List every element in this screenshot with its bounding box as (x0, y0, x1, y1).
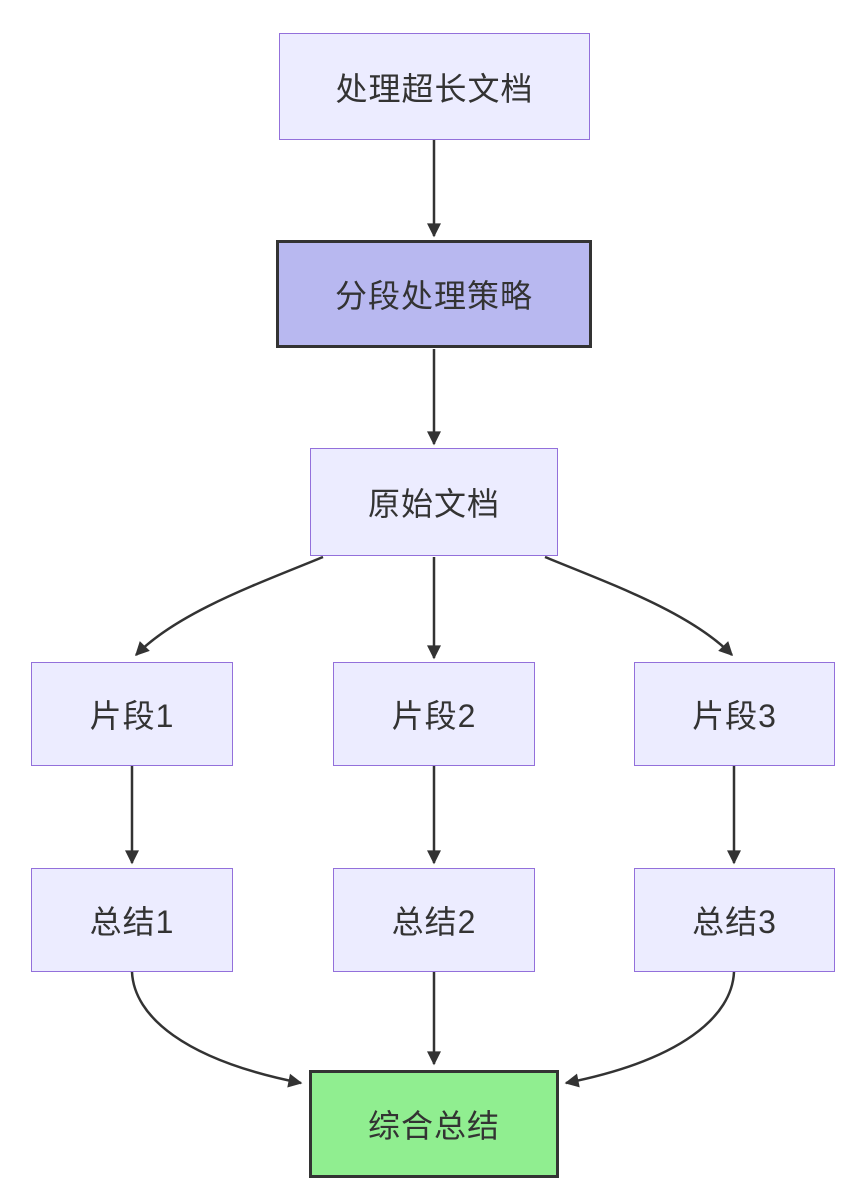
node-fragment3-label: 片段3 (692, 698, 777, 734)
node-original-label: 原始文档 (367, 486, 500, 522)
edge-original-to-fragment3 (544, 555, 733, 657)
node-summary2-label: 总结2 (391, 904, 477, 940)
node-summary1-label: 总结1 (89, 904, 175, 940)
node-fragment1-label: 片段1 (89, 698, 175, 734)
node-fragment2: 片段2 (333, 662, 535, 766)
node-summary3: 总结3 (634, 868, 835, 972)
node-strategy: 分段处理策略 (276, 240, 592, 348)
edge-summary1-to-final (130, 971, 303, 1088)
node-fragment3: 片段3 (634, 662, 835, 766)
node-fragment1: 片段1 (31, 662, 233, 766)
edge-summary3-to-final (564, 971, 736, 1088)
node-strategy-label: 分段处理策略 (334, 278, 533, 314)
node-summary1: 总结1 (31, 868, 233, 972)
node-fragment2-label: 片段2 (391, 698, 477, 734)
node-summary3-label: 总结3 (692, 904, 777, 940)
node-final: 综合总结 (309, 1070, 559, 1178)
node-doc: 处理超长文档 (279, 33, 590, 140)
edge-original-to-fragment1 (135, 555, 324, 657)
node-original: 原始文档 (310, 448, 558, 556)
node-summary2: 总结2 (333, 868, 535, 972)
node-doc-label: 处理超长文档 (335, 70, 534, 107)
node-final-label: 综合总结 (367, 1108, 500, 1144)
